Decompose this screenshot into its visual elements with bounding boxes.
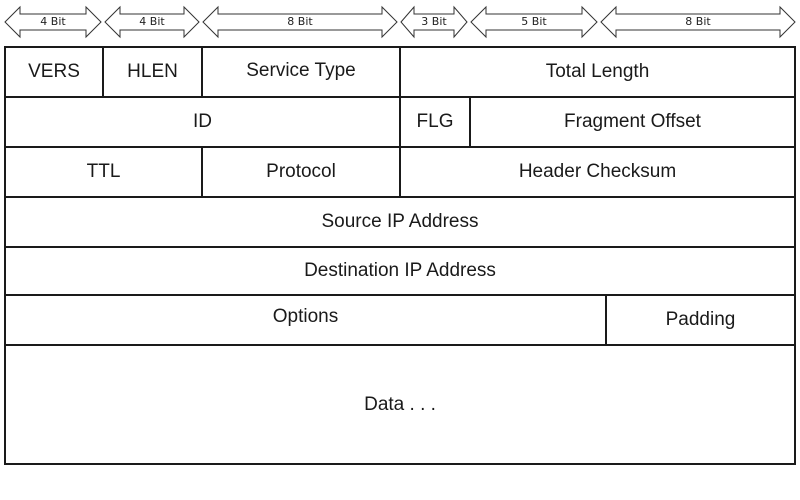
field-service-type: Service Type — [201, 46, 401, 98]
bit-width-arrow-vers: 4 Bit — [4, 4, 102, 40]
field-label: Fragment Offset — [564, 111, 701, 132]
bit-width-label: 8 Bit — [287, 15, 313, 28]
field-label: Protocol — [266, 161, 336, 182]
bit-width-label: 3 Bit — [421, 15, 447, 28]
bit-width-label: 4 Bit — [40, 15, 66, 28]
double-arrow-icon — [470, 5, 598, 39]
field-header-checksum: Header Checksum — [399, 146, 796, 198]
field-flg: FLG — [399, 96, 471, 148]
field-hlen: HLEN — [102, 46, 203, 98]
field-fragment-offset: Fragment Offset — [469, 96, 796, 148]
bit-width-label: 8 Bit — [685, 15, 711, 28]
field-label: VERS — [28, 61, 80, 82]
field-label: Service Type — [246, 60, 356, 81]
double-arrow-icon — [4, 5, 102, 39]
bit-width-arrow-hlen: 4 Bit — [104, 4, 200, 40]
field-id: ID — [4, 96, 401, 148]
field-protocol: Protocol — [201, 146, 401, 198]
field-label: Header Checksum — [518, 161, 677, 182]
field-label: Padding — [665, 309, 736, 330]
bit-width-label: 5 Bit — [521, 15, 547, 28]
field-padding: Padding — [605, 294, 796, 346]
field-label: HLEN — [127, 61, 178, 82]
bit-width-arrow-fragment-offset: 5 Bit — [470, 4, 598, 40]
field-label: Source IP Address — [321, 211, 479, 232]
double-arrow-icon — [600, 5, 796, 39]
field-vers: VERS — [4, 46, 104, 98]
field-data: Data . . . — [4, 344, 796, 465]
field-label: ID — [193, 111, 212, 132]
bit-width-label: 4 Bit — [139, 15, 165, 28]
field-destination-ip-address: Destination IP Address — [4, 246, 796, 296]
field-label: Total Length — [545, 61, 650, 82]
field-label: Options — [272, 306, 339, 327]
field-label: Data . . . — [364, 393, 436, 415]
double-arrow-icon — [104, 5, 200, 39]
field-label: TTL — [86, 161, 121, 182]
field-total-length: Total Length — [399, 46, 796, 98]
bit-width-arrow-flg: 3 Bit — [400, 4, 468, 40]
field-label: FLG — [416, 111, 454, 132]
field-options: Options — [4, 294, 607, 346]
bit-width-arrow-total-length: 8 Bit — [600, 4, 796, 40]
bit-width-arrow-service-type: 8 Bit — [202, 4, 398, 40]
field-ttl: TTL — [4, 146, 203, 198]
field-label: Destination IP Address — [304, 260, 496, 281]
field-source-ip-address: Source IP Address — [4, 196, 796, 248]
double-arrow-icon — [400, 5, 468, 39]
double-arrow-icon — [202, 5, 398, 39]
